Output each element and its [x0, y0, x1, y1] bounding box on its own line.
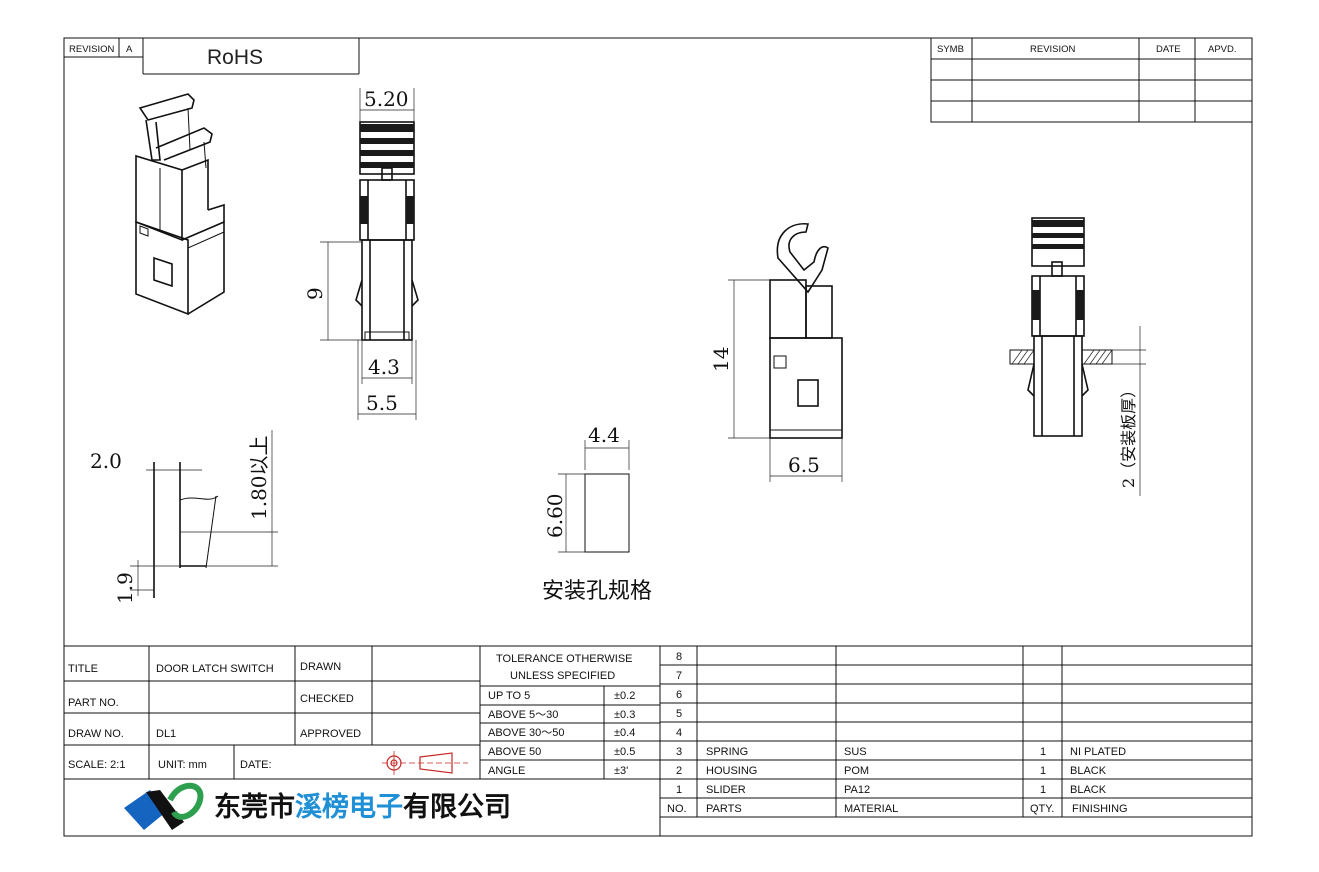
projection-symbol-icon: [382, 751, 468, 775]
panel-detail: 2.0 1.80以上 1.9: [90, 430, 278, 604]
drawn-label: DRAWN: [300, 661, 341, 673]
bom-header-finishing: FINISHING: [1072, 803, 1128, 815]
title-value: DOOR LATCH SWITCH: [156, 663, 274, 675]
tolerance-range: ABOVE 50: [488, 746, 541, 758]
bom-header-qty: QTY.: [1030, 803, 1054, 815]
rev-col-date: DATE: [1156, 44, 1181, 55]
bom-part: SLIDER: [706, 784, 746, 796]
company-name-part1: 东莞市: [214, 791, 295, 823]
revision-table: SYMB REVISION DATE APVD.: [930, 37, 1253, 123]
bom-no: 4: [676, 727, 682, 739]
bom-qty: 1: [1040, 784, 1046, 796]
tolerance-value: ±3': [614, 765, 628, 777]
tolerance-header-2: UNLESS SPECIFIED: [510, 670, 615, 682]
revision-value: A: [126, 44, 133, 55]
bom-qty: 1: [1040, 765, 1046, 777]
company-logo: [124, 782, 204, 830]
dim-side-height: 14: [709, 347, 733, 372]
dim-hole-height: 6.60: [543, 493, 567, 538]
bom-part: HOUSING: [706, 765, 757, 777]
bom-finishing: BLACK: [1070, 765, 1107, 777]
bom-qty: 1: [1040, 746, 1046, 758]
bom-header-no: NO.: [667, 803, 687, 815]
revision-header: REVISION A RoHS: [64, 38, 360, 75]
dim-side-width: 6.5: [788, 453, 820, 477]
hole-caption: 安装孔规格: [542, 579, 652, 604]
company-name-part3: 有限公司: [403, 792, 511, 823]
dim-front-width-bottom: 5.5: [366, 391, 398, 415]
tolerance-range: UP TO 5: [488, 690, 530, 702]
rev-col-symb: SYMB: [937, 44, 964, 55]
rohs-label: RoHS: [207, 46, 263, 69]
tolerance-value: ±0.2: [614, 690, 635, 702]
mounting-hole-spec: 4.4 6.60 安装孔规格: [542, 423, 652, 604]
title-block: TITLE DOOR LATCH SWITCH PART NO. DRAW NO…: [64, 645, 1252, 836]
bom-no: 6: [676, 689, 682, 701]
company-name-part2: 溪榜电子: [295, 791, 403, 823]
bom-no: 3: [676, 746, 682, 758]
rev-col-apvd: APVD.: [1208, 44, 1237, 55]
bom-no: 1: [676, 784, 682, 796]
bom-no: 2: [676, 765, 682, 777]
tolerance-range: ABOVE 30～50: [488, 727, 564, 739]
tolerance-range: ABOVE 5～30: [488, 709, 558, 721]
bom-material: SUS: [844, 746, 867, 758]
front-view: 5.20 9 4.3 5.5: [303, 87, 419, 420]
bom-material: PA12: [844, 784, 870, 796]
tolerance-value: ±0.4: [614, 727, 635, 739]
draw-no-label: DRAW NO.: [68, 728, 124, 740]
bom-finishing: NI PLATED: [1070, 746, 1126, 758]
company-name: 东莞市溪榜电子有限公司: [214, 791, 511, 823]
tolerance-header-1: TOLERANCE OTHERWISE: [496, 653, 633, 665]
tolerance-value: ±0.3: [614, 709, 635, 721]
dim-front-width-top: 5.20: [364, 87, 409, 111]
rev-col-revision: REVISION: [1030, 44, 1076, 55]
tolerance-value: ±0.5: [614, 746, 635, 758]
dim-front-height: 9: [303, 287, 327, 300]
scale-label: SCALE: 2:1: [68, 759, 125, 771]
dim-detail-b: 1.80以上: [247, 435, 271, 520]
bom-no: 5: [676, 708, 682, 720]
approved-label: APPROVED: [300, 728, 361, 740]
draw-no-value: DL1: [156, 728, 176, 740]
date-label: DATE:: [240, 759, 272, 771]
dim-hole-width: 4.4: [588, 423, 620, 447]
part-no-label: PART NO.: [68, 697, 119, 709]
dim-detail-c: 1.9: [113, 572, 137, 604]
bom-header-material: MATERIAL: [844, 803, 898, 815]
revision-label: REVISION: [69, 44, 115, 55]
dim-front-width-mid: 4.3: [368, 355, 400, 379]
isometric-view: [135, 93, 225, 316]
title-label: TITLE: [68, 663, 98, 675]
bom-no: 7: [676, 670, 682, 682]
bom-header-parts: PARTS: [706, 803, 742, 815]
tolerance-range: ANGLE: [488, 765, 525, 777]
bom-finishing: BLACK: [1070, 784, 1107, 796]
unit-label: UNIT: mm: [158, 759, 207, 771]
mounted-view: 2（安装板厚）: [1009, 217, 1146, 496]
dim-panel-thickness: 2（安装板厚）: [1119, 382, 1138, 488]
bom-part: SPRING: [706, 746, 748, 758]
sheet-border: [63, 37, 1253, 837]
checked-label: CHECKED: [300, 693, 354, 705]
bom-material: POM: [844, 765, 869, 777]
dim-detail-a: 2.0: [90, 449, 122, 473]
bom-no: 8: [676, 651, 682, 663]
side-view: 14 6.5: [709, 223, 843, 482]
